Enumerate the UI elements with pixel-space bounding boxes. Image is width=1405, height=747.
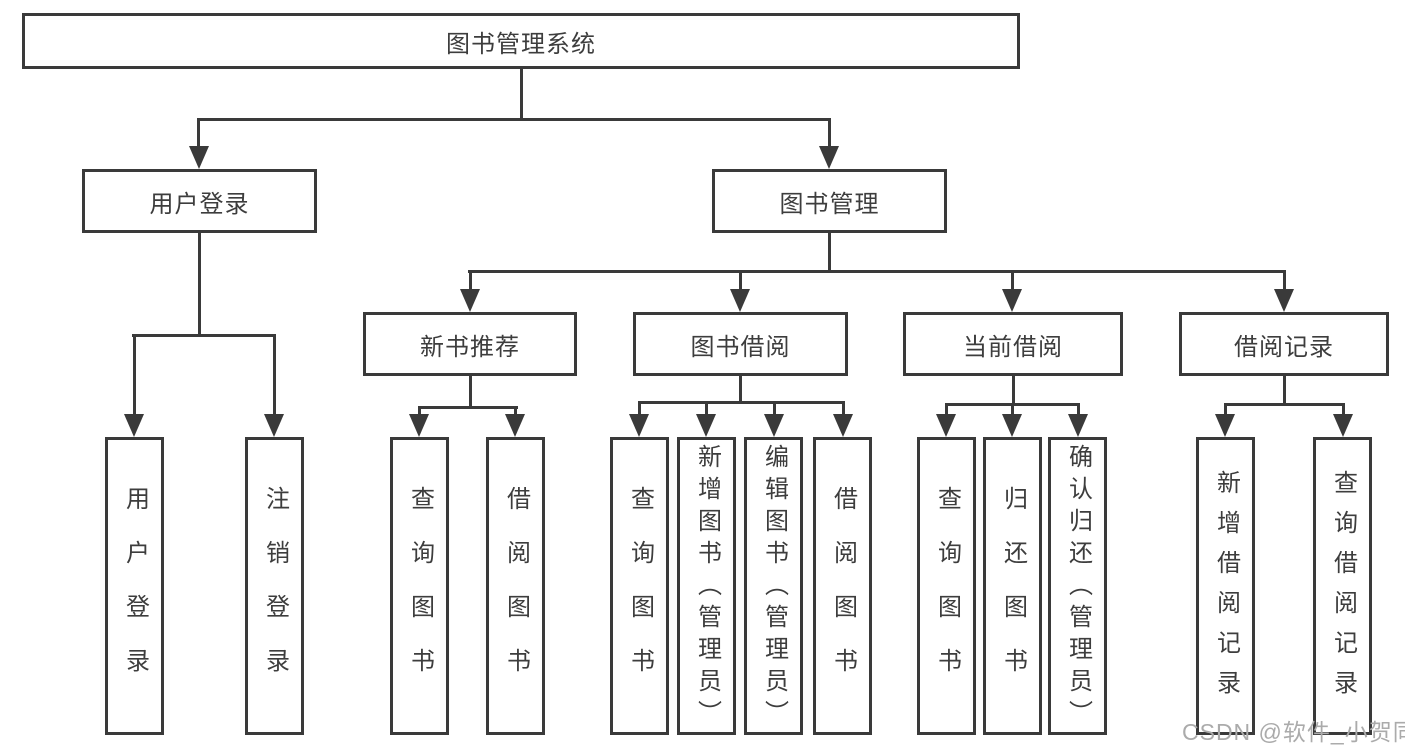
leaf-return-books: 归还图书 [983, 437, 1042, 735]
arrow-down-icon [409, 414, 429, 437]
connector-line [469, 376, 472, 408]
connector-line [468, 270, 1286, 273]
connector-line [1011, 403, 1014, 416]
connector-line [945, 403, 948, 416]
arrow-down-icon [1333, 414, 1353, 437]
connector-line [773, 401, 776, 416]
connector-line [1224, 403, 1227, 416]
connector-line [520, 69, 523, 120]
connector-line [1224, 403, 1345, 406]
connector-line [197, 118, 200, 149]
leaf-borrow-books-recommend: 借阅图书 [486, 437, 545, 735]
connector-line [1283, 270, 1286, 291]
arrow-down-icon [264, 414, 284, 437]
connector-line [198, 233, 201, 336]
connector-line [739, 376, 742, 403]
arrow-down-icon [1274, 289, 1294, 312]
csdn-watermark: CSDN @软件_小贺同学 [1182, 719, 1405, 745]
node-current-borrowing: 当前借阅 [903, 312, 1123, 376]
connector-line [1012, 376, 1015, 405]
connector-line [1077, 403, 1080, 416]
arrow-down-icon [696, 414, 716, 437]
arrow-down-icon [936, 414, 956, 437]
connector-line [469, 270, 472, 291]
arrow-down-icon [124, 414, 144, 437]
leaf-confirm-return-admin: 确认归还（管理员） [1048, 437, 1107, 735]
arrow-down-icon [764, 414, 784, 437]
connector-line [1011, 270, 1014, 291]
connector-line [1342, 403, 1345, 416]
arrow-down-icon [1002, 289, 1022, 312]
arrow-down-icon [1215, 414, 1235, 437]
arrow-down-icon [1068, 414, 1088, 437]
connector-line [418, 406, 518, 409]
node-library-management-system: 图书管理系统 [22, 13, 1020, 69]
node-book-borrowing: 图书借阅 [633, 312, 848, 376]
leaf-logout: 注销登录 [245, 437, 304, 735]
arrow-down-icon [460, 289, 480, 312]
arrow-down-icon [1002, 414, 1022, 437]
node-new-book-recommend: 新书推荐 [363, 312, 577, 376]
node-user-login: 用户登录 [82, 169, 317, 233]
leaf-borrow-books-borrowing: 借阅图书 [813, 437, 872, 735]
leaf-add-book-admin: 新增图书（管理员） [677, 437, 736, 735]
leaf-query-books-current: 查询图书 [917, 437, 976, 735]
arrow-down-icon [505, 414, 525, 437]
arrow-down-icon [189, 146, 209, 169]
leaf-query-books-borrowing: 查询图书 [610, 437, 669, 735]
leaf-edit-book-admin: 编辑图书（管理员） [744, 437, 803, 735]
node-borrowing-records: 借阅记录 [1179, 312, 1389, 376]
connector-line [828, 118, 831, 149]
connector-line [828, 233, 831, 272]
connector-line [638, 401, 641, 416]
connector-line [132, 334, 276, 337]
leaf-user-login: 用户登录 [105, 437, 164, 735]
leaf-query-borrow-record: 查询借阅记录 [1313, 437, 1372, 735]
connector-line [514, 406, 517, 416]
connector-line [197, 118, 831, 121]
connector-line [705, 401, 708, 416]
connector-line [1283, 376, 1286, 405]
connector-line [739, 270, 742, 291]
node-book-management: 图书管理 [712, 169, 947, 233]
leaf-add-borrow-record: 新增借阅记录 [1196, 437, 1255, 735]
arrow-down-icon [629, 414, 649, 437]
connector-line [842, 401, 845, 416]
arrow-down-icon [819, 146, 839, 169]
arrow-down-icon [730, 289, 750, 312]
connector-line [273, 334, 276, 416]
connector-line [638, 401, 845, 404]
leaf-query-books-recommend: 查询图书 [390, 437, 449, 735]
connector-line [418, 406, 421, 416]
arrow-down-icon [833, 414, 853, 437]
connector-line [133, 334, 136, 416]
